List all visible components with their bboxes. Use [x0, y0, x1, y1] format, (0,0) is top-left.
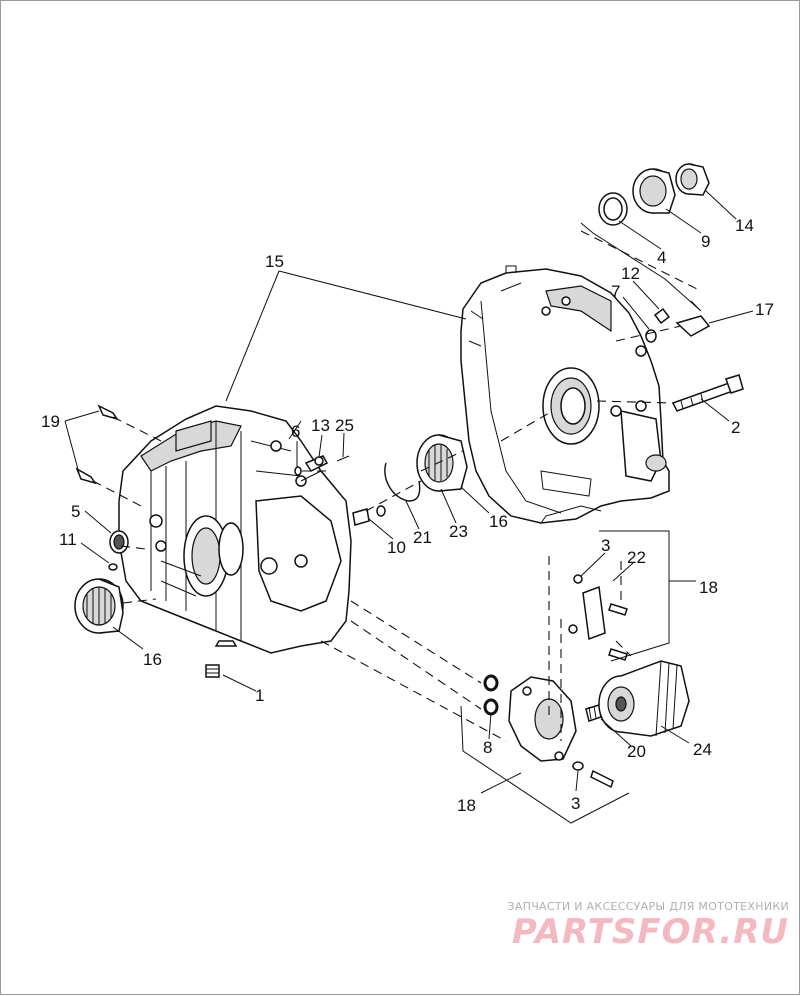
callout-5: 5: [71, 502, 80, 521]
needle-bearing-5: [109, 530, 129, 554]
callout-8: 8: [483, 738, 492, 757]
nipple-20: [585, 704, 602, 722]
dowel-pin-19-lower: [75, 467, 142, 507]
bearing-9: [632, 168, 676, 214]
pin-12: [653, 307, 671, 325]
callout-23: 23: [449, 522, 468, 541]
callout-3-upper: 3: [601, 536, 610, 555]
callout-15: 15: [265, 252, 284, 271]
fitting-25: [336, 455, 350, 462]
callout-10: 10: [387, 538, 406, 557]
callout-13: 13: [311, 416, 330, 435]
pin-7: [645, 329, 657, 343]
right-crankcase-half: [460, 265, 670, 524]
callout-9: 9: [701, 232, 710, 251]
plug-6: [294, 466, 302, 476]
callout-17: 17: [755, 300, 774, 319]
callout-16-right: 16: [489, 512, 508, 531]
callout-11: 11: [59, 530, 77, 549]
callout-21: 21: [413, 528, 432, 547]
main-bearing-16-right: [416, 434, 468, 492]
oil-filter-adapter: [508, 676, 577, 762]
callout-18-lower: 18: [457, 796, 476, 815]
dowel-pin-19-upper: [97, 404, 162, 442]
callout-2: 2: [731, 418, 740, 437]
callout-4: 4: [657, 248, 666, 267]
plate-17: [675, 315, 711, 337]
leader-lines: [64, 190, 754, 824]
callout-18-upper: 18: [699, 578, 718, 597]
callout-24: 24: [693, 740, 712, 759]
retaining-ring-21: [384, 462, 421, 502]
callout-19: 19: [41, 412, 60, 431]
dowel-pin-10: [352, 505, 386, 526]
mount-bracket-22: [568, 574, 628, 661]
screw-13: [304, 455, 329, 472]
callout-25: 25: [335, 416, 354, 435]
callout-14: 14: [735, 216, 754, 235]
left-crankcase-half: [118, 405, 352, 654]
oil-filter-24: [598, 660, 690, 737]
o-ring-8-upper: [483, 674, 499, 692]
callout-1: 1: [255, 686, 264, 705]
drain-plug-1: [205, 664, 220, 678]
washer-3-lower: [572, 761, 614, 789]
pin-11: [108, 563, 118, 571]
callout-3-lower: 3: [571, 794, 580, 813]
callout-12: 12: [621, 264, 640, 283]
watermark-logo: PARTSFOR.RU: [511, 912, 789, 952]
bolt-2: [671, 374, 744, 412]
callout-labels: 15 19 5 11 16 1 6 13 25 10 21 23 16 4 9 …: [41, 216, 774, 815]
main-bearing-16-left: [74, 578, 124, 634]
o-ring-8-lower: [483, 698, 499, 716]
watermark-tagline: ЗАПЧАСТИ И АКСЕССУАРЫ ДЛЯ МОТОТЕХНИКИ: [507, 900, 789, 913]
watermark: ЗАПЧАСТИ И АКСЕССУАРЫ ДЛЯ МОТОТЕХНИКИ PA…: [489, 900, 789, 951]
callout-7: 7: [611, 282, 620, 301]
callout-20: 20: [627, 742, 646, 761]
callout-6: 6: [291, 422, 300, 441]
sleeve-14: [675, 163, 710, 196]
callout-22: 22: [627, 548, 646, 567]
seal-4: [598, 192, 628, 226]
callout-16-left: 16: [143, 650, 162, 669]
